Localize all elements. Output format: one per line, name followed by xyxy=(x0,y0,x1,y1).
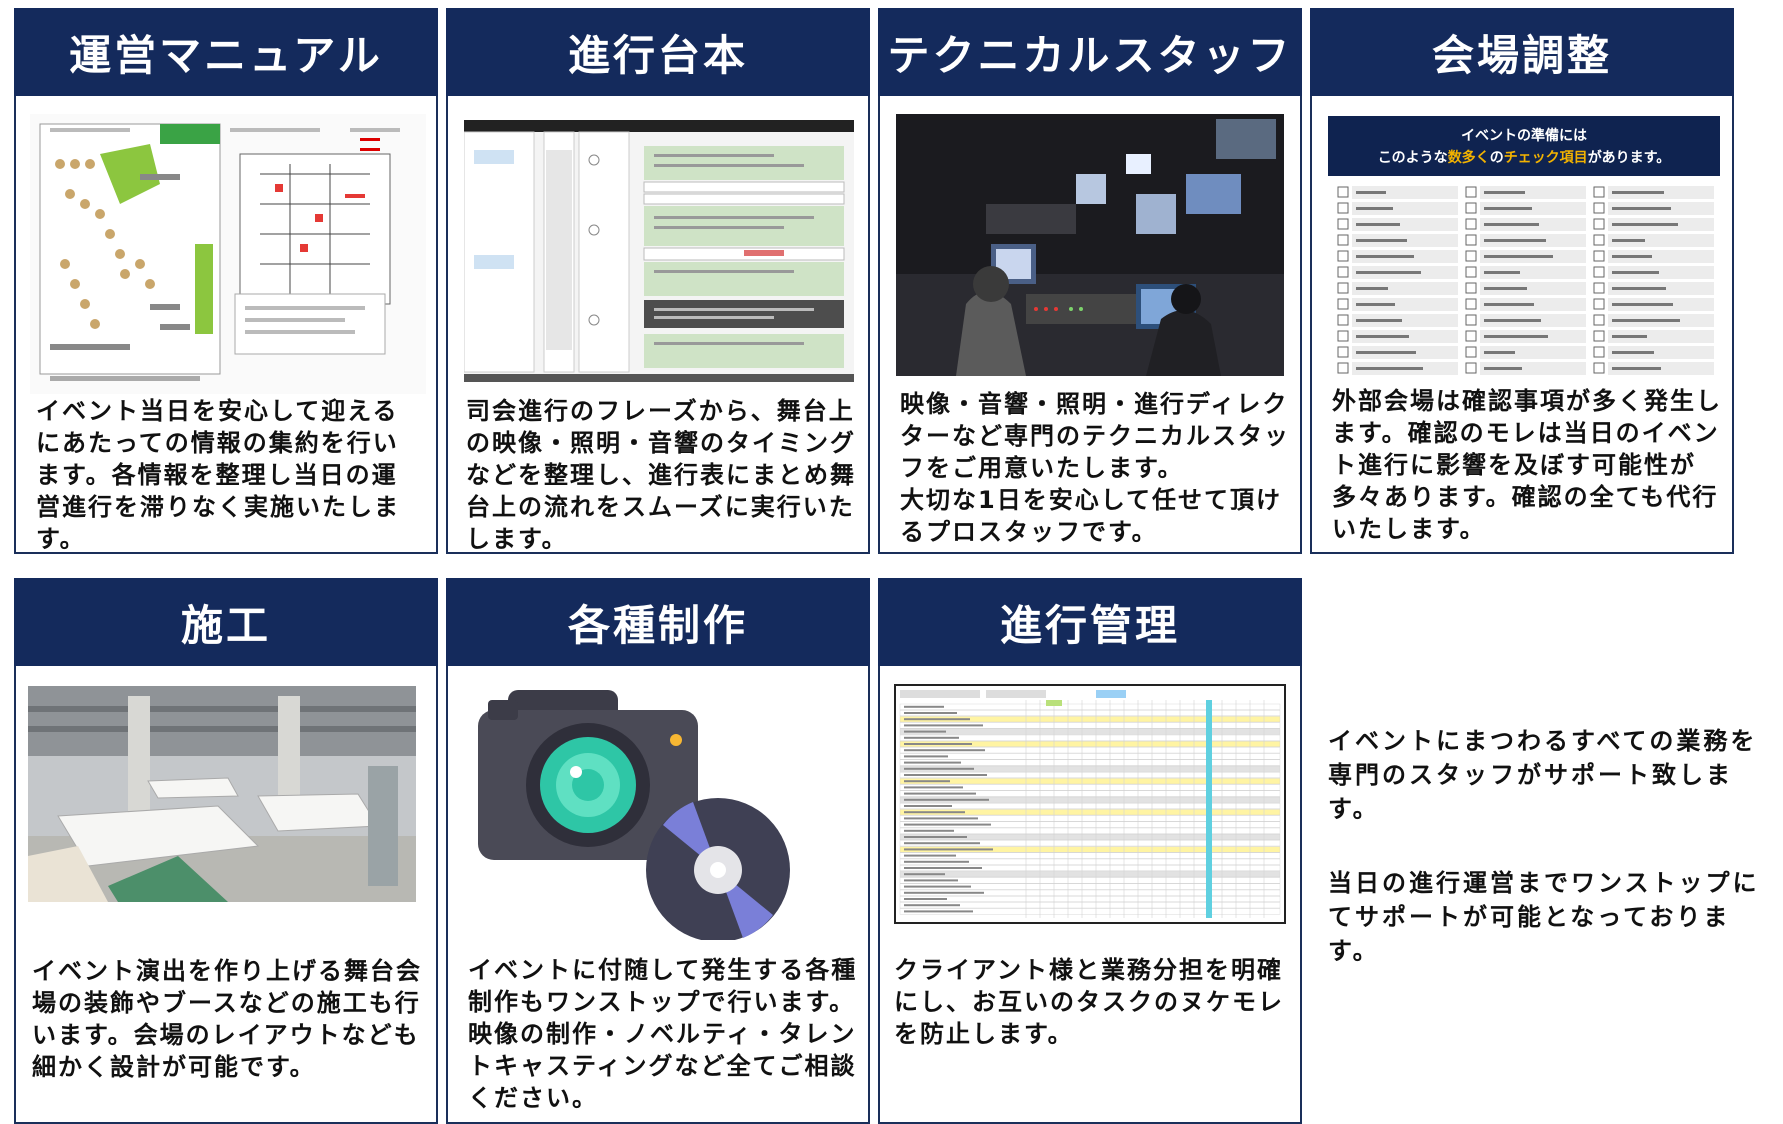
summary-paragraph-2: 当日の進行運営までワンストップにてサポートが可能となっております。 xyxy=(1328,869,1760,965)
card-description: 外部会場は確認事項が多く発生します。確認のモレは当日のイベント進行に影響を及ぼす… xyxy=(1332,387,1722,543)
checklist-heading-line1: イベントの準備には xyxy=(1461,127,1587,144)
card-operation-manual: 運営マニュアル xyxy=(14,8,438,554)
card-production: 各種制作 イベントに付随して発生する各種制作もワンストップで行います。映像の制作… xyxy=(446,578,870,1124)
schedule-spreadsheet-image xyxy=(894,684,1286,924)
card-description: イベント演出を作り上げる舞台会場の装飾やブースなどの施工も行います。会場のレイア… xyxy=(32,957,422,1081)
camera-and-disc-illustration xyxy=(468,680,808,940)
checklist-heading-line2: このような数多くのチェック項目があります。 xyxy=(1378,149,1671,166)
checklist-grid xyxy=(1337,186,1714,375)
card-venue-coordination: 会場調整 イベントの準備には このような数多くのチェック項目があります。 外部会… xyxy=(1310,8,1734,554)
card-script: 進行台本 xyxy=(446,8,870,554)
card-title: 会場調整 xyxy=(1310,8,1734,96)
spreadsheet-grid xyxy=(899,690,1281,918)
venue-photo xyxy=(28,686,416,902)
card-technical-staff: テクニカルスタッフ 映像・音響・照明・進行ディレクターなど専門のテクニカルスタッ… xyxy=(878,8,1302,554)
card-construction: 施工 イベント演出を作り上げる舞台会場の装飾やブースなどの施工も行います。会場の… xyxy=(14,578,438,1124)
script-document-image xyxy=(464,120,854,382)
card-description: イベント当日を安心して迎えるにあたっての情報の集約を行います。各情報を整理し当日… xyxy=(36,397,400,553)
card-title: 運営マニュアル xyxy=(14,8,438,96)
summary-paragraph-1: イベントにまつわるすべての業務を専門のスタッフがサポート致します。 xyxy=(1328,727,1758,823)
card-description: 司会進行のフレーズから、舞台上の映像・照明・音響のタイミングなどを整理し、進行表… xyxy=(466,397,856,553)
card-description: クライアント様と業務分担を明確にし、お互いのタスクのヌケモレを防止します。 xyxy=(894,956,1284,1048)
control-room-photo xyxy=(896,114,1284,376)
checklist-image: イベントの準備には このような数多くのチェック項目があります。 xyxy=(1328,116,1720,386)
card-description: イベントに付随して発生する各種制作もワンストップで行います。映像の制作・ノベルテ… xyxy=(468,956,858,1112)
card-title: 施工 xyxy=(14,578,438,666)
card-title: テクニカルスタッフ xyxy=(878,8,1302,96)
card-progress-management: 進行管理 クライアント様と業務分担を明確にし、お互いのタスクのヌケモレを防止しま… xyxy=(878,578,1302,1124)
card-description: 映像・音響・照明・進行ディレクターなど専門のテクニカルスタッフをご用意いたします… xyxy=(900,390,1290,546)
card-title: 進行台本 xyxy=(446,8,870,96)
floor-plan-image xyxy=(30,114,426,394)
card-title: 進行管理 xyxy=(878,578,1302,666)
card-title: 各種制作 xyxy=(446,578,870,666)
